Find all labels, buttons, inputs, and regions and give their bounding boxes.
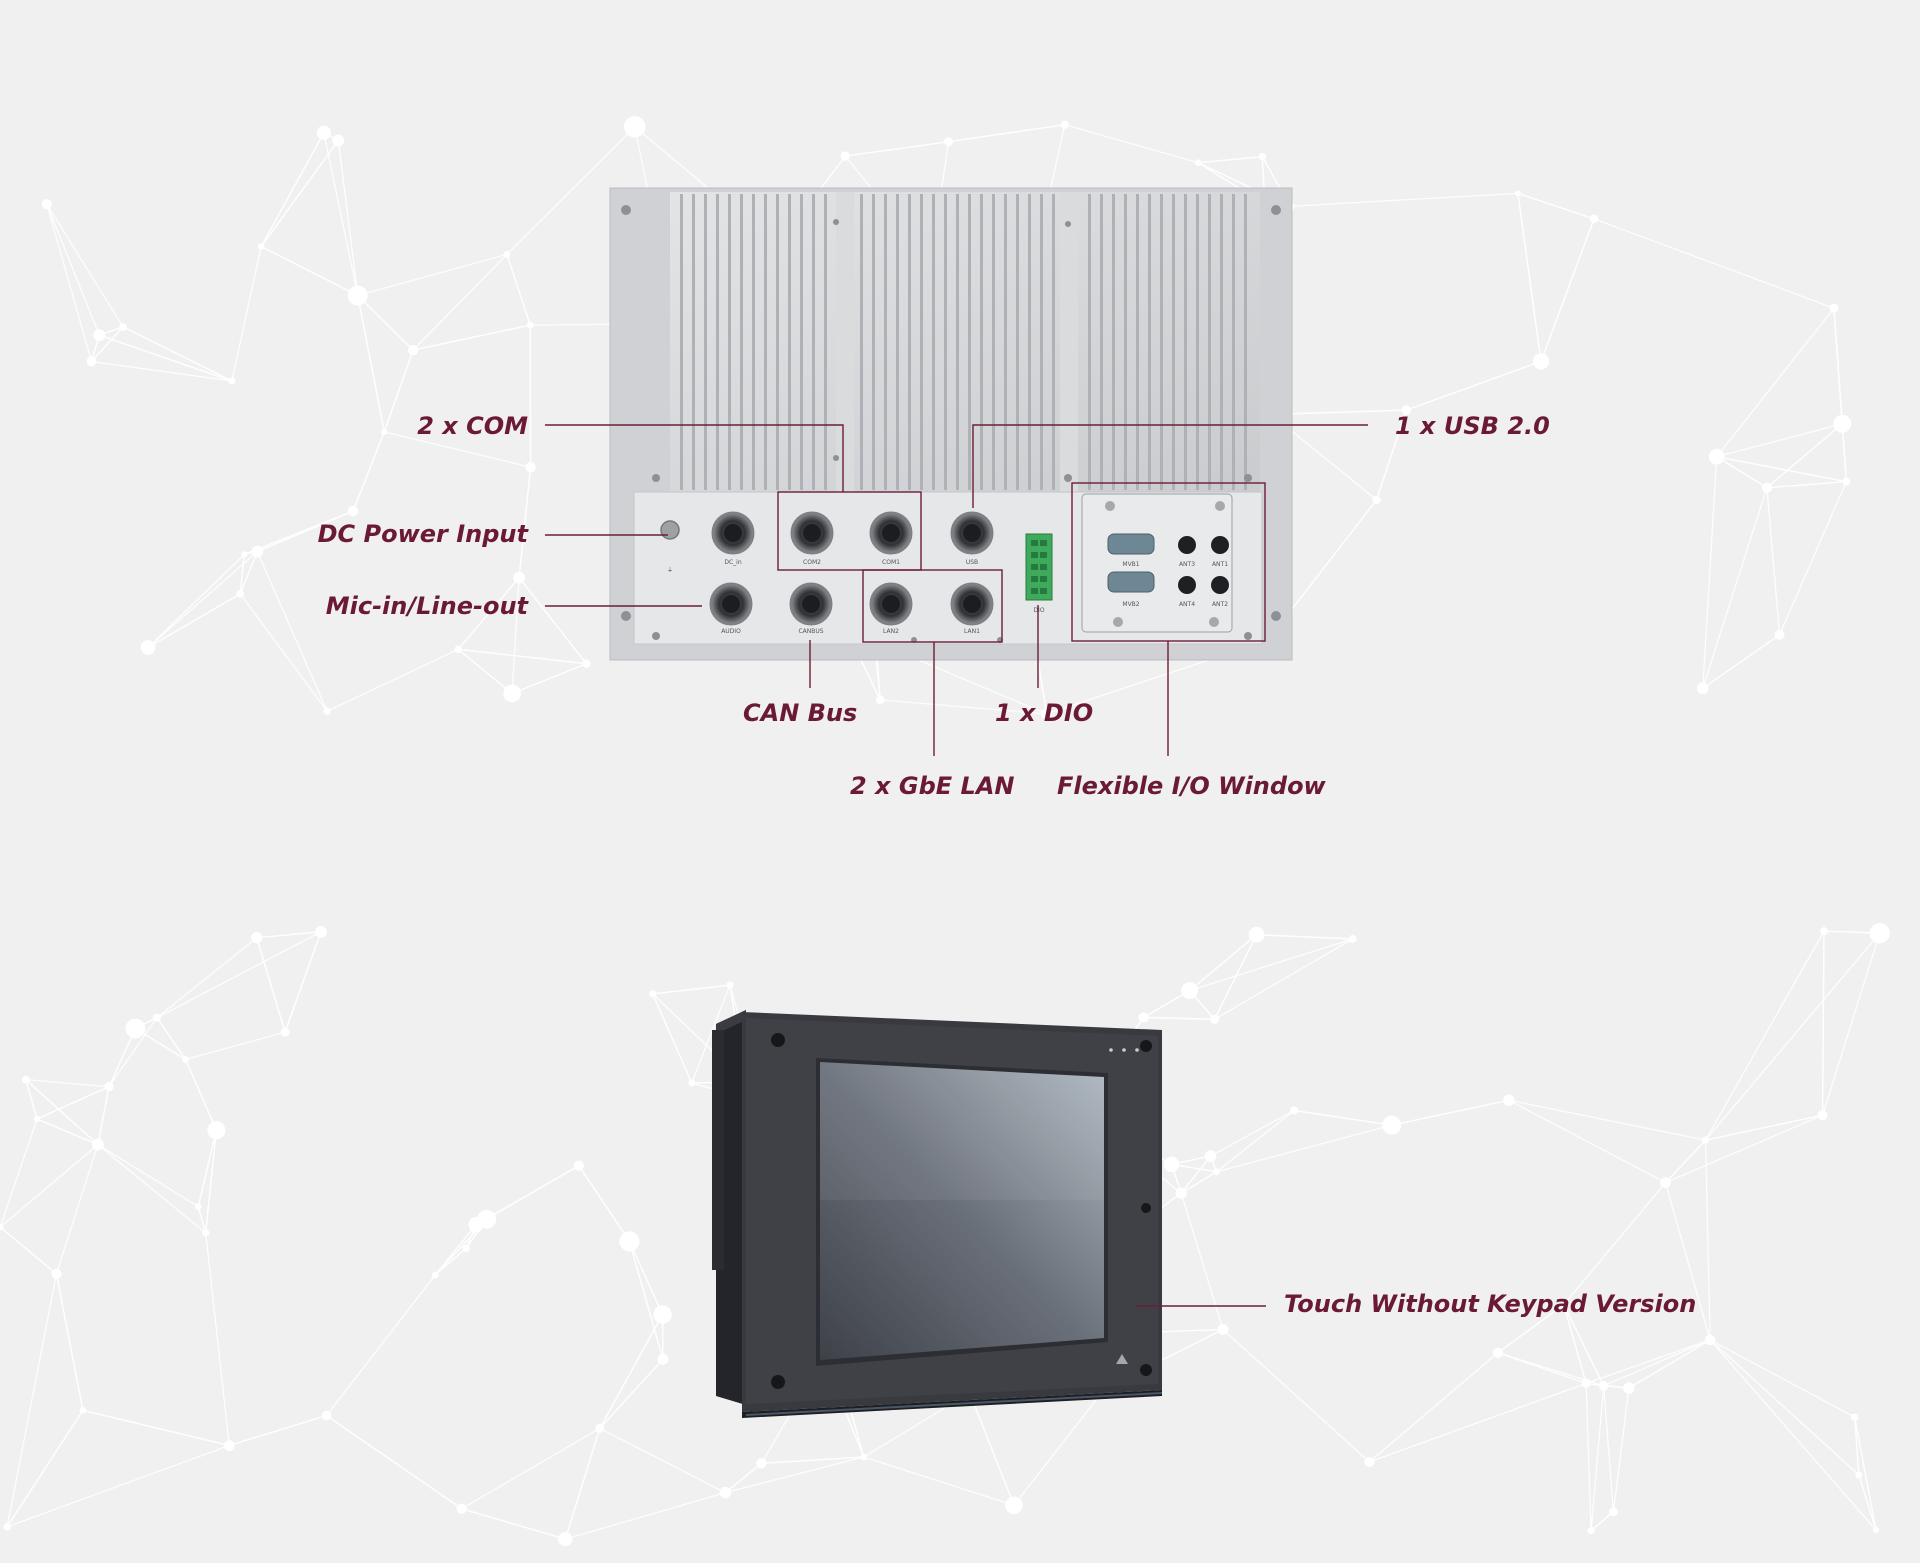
port-label-dc: DC_in [724, 559, 741, 566]
callout-usb: 1 x USB 2.0 [1395, 412, 1550, 440]
port-label-lan1: LAN1 [964, 628, 980, 635]
port-label-ant1: ANT1 [1212, 561, 1228, 568]
port-label-dio: DIO [1033, 607, 1044, 614]
callout-lan: 2 x GbE LAN [850, 772, 1015, 800]
callout-flexible-io: Flexible I/O Window [1057, 772, 1326, 800]
callout-com: 2 x COM [417, 412, 528, 440]
port-label-mvb2: MVB2 [1122, 601, 1139, 608]
callout-dc-power: DC Power Input [317, 520, 528, 548]
svg-text:⏚: ⏚ [667, 567, 673, 574]
heatsink-fins [680, 194, 1247, 490]
port-label-audio: AUDIO [721, 628, 741, 635]
port-label-canbus: CANBUS [798, 628, 823, 635]
port-label-ant4: ANT4 [1179, 601, 1195, 608]
callout-audio: Mic-in/Line-out [325, 592, 528, 620]
front-panel-image [712, 1010, 1266, 1418]
port-label-com1: COM1 [882, 559, 900, 566]
callout-dio: 1 x DIO [995, 699, 1094, 727]
port-label-usb: USB [966, 559, 978, 566]
port-label-ant3: ANT3 [1179, 561, 1195, 568]
callout-touch-version: Touch Without Keypad Version [1284, 1290, 1697, 1318]
port-label-lan2: LAN2 [883, 628, 899, 635]
port-label-mvb1: MVB1 [1122, 561, 1139, 568]
port-label-com2: COM2 [803, 559, 821, 566]
callout-canbus: CAN Bus [743, 699, 858, 727]
port-label-ant2: ANT2 [1212, 601, 1228, 608]
